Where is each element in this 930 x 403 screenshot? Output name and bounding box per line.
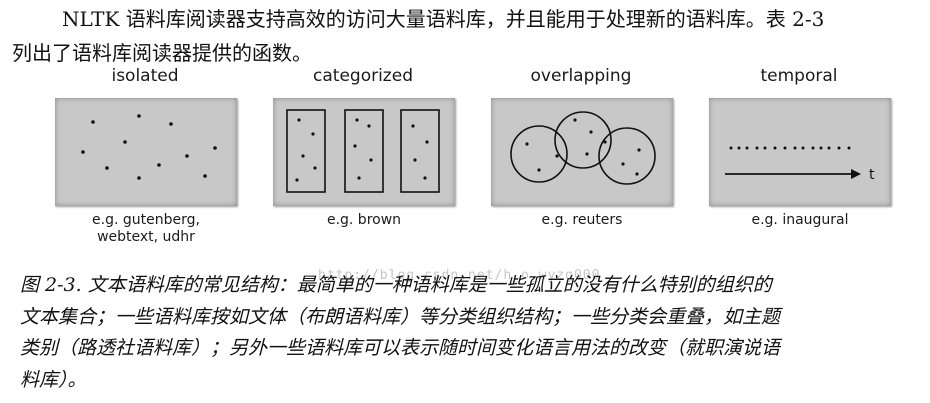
text-dot [737, 146, 741, 150]
category-box [400, 109, 440, 193]
text-dot [537, 168, 541, 172]
text-dot [203, 174, 207, 178]
text-dot [123, 140, 127, 144]
text-dot [185, 154, 189, 158]
panel-caption-isolated: e.g. gutenberg, webtext, udhr [56, 212, 236, 246]
text-dot [837, 146, 841, 150]
text-dot [425, 140, 429, 144]
text-dot [801, 146, 805, 150]
text-dot [423, 176, 427, 180]
intro-paragraph: NLTK 语料库阅读器支持高效的访问大量语料库，并且能用于处理新的语料库。表 2… [12, 2, 922, 70]
panel-isolated [55, 98, 237, 206]
figure-caption: 图 2-3. 文本语料库的常见结构：最简单的一种语料库是一些孤立的没有什么特别的… [20, 270, 925, 396]
panel-title-isolated: isolated [111, 66, 179, 86]
time-axis-arrowhead [851, 169, 861, 179]
caption-line: e.g. reuters [541, 212, 623, 228]
panel-categorized [273, 98, 455, 206]
caption-line: 类别（路透社语料库）；另外一些语料库可以表示随时间变化语言用法的改变（就职演说语 [20, 337, 781, 359]
intro-line: NLTK 语料库阅读器支持高效的访问大量语料库，并且能用于处理新的语料库。表 2… [62, 7, 825, 31]
text-dot [157, 163, 161, 167]
text-dot [297, 118, 301, 122]
text-dot [311, 132, 315, 136]
panel-caption-categorized: e.g. brown [274, 212, 454, 229]
text-dot [773, 146, 777, 150]
category-circle [598, 127, 656, 185]
category-circle [554, 111, 612, 169]
text-dot [355, 118, 359, 122]
panel-title-overlapping: overlapping [530, 66, 632, 86]
text-dot [819, 146, 823, 150]
panel-title-temporal: temporal [760, 66, 838, 86]
text-dot [603, 140, 607, 144]
text-dot [729, 146, 733, 150]
caption-line: 文本集合；一些语料库按如文体（布朗语料库）等分类组织结构；一些分类会重叠，如主题 [20, 305, 781, 328]
text-dot [313, 166, 317, 170]
text-dot [137, 114, 141, 118]
caption-line: e.g. brown [326, 212, 402, 228]
text-dot [745, 146, 749, 150]
temporal-timeline-diagram: t [725, 146, 875, 183]
caption-line: 图 2-3. 文本语料库的常见结构：最简单的一种语料库是一些孤立的没有什么特别的… [20, 274, 772, 296]
category-circle [510, 125, 568, 183]
intro-line: 列出了语料库阅读器提供的函数。 [12, 41, 312, 65]
text-dot [585, 152, 589, 156]
overlapping-circles-diagram [510, 111, 656, 185]
text-dot [811, 146, 815, 150]
text-dot [793, 146, 797, 150]
text-dot [635, 172, 639, 176]
caption-line: e.g. inaugural [751, 212, 849, 228]
text-dot [353, 144, 357, 148]
text-dot [755, 146, 759, 150]
text-dot [413, 158, 417, 162]
text-dot [357, 176, 361, 180]
text-dot [369, 158, 373, 162]
text-dot [137, 176, 141, 180]
panel-caption-temporal: e.g. inaugural [710, 212, 890, 229]
category-box [344, 109, 384, 193]
text-dot [105, 166, 109, 170]
text-dot [81, 150, 85, 154]
category-box [286, 109, 326, 193]
text-dot [91, 120, 95, 124]
panel-overlapping [491, 98, 673, 206]
isolated-dots-diagram [81, 114, 217, 180]
time-axis-label: t [869, 167, 875, 183]
text-dot [367, 124, 371, 128]
caption-line: e.g. gutenberg, [92, 212, 200, 228]
corpus-structure-figure: isolated e.g. gutenberg, webtext, udhr c… [0, 66, 930, 283]
text-dot [573, 118, 577, 122]
text-dot [637, 148, 641, 152]
text-dot [847, 146, 851, 150]
caption-line: 料库）。 [20, 368, 87, 391]
text-dot [555, 154, 559, 158]
caption-line: webtext, udhr [97, 229, 195, 245]
text-dot [301, 154, 305, 158]
panel-caption-overlapping: e.g. reuters [492, 212, 672, 229]
text-dot [827, 146, 831, 150]
panel-title-categorized: categorized [313, 66, 413, 86]
text-dot [411, 124, 415, 128]
text-dot [589, 130, 593, 134]
text-dot [621, 162, 625, 166]
text-dot [169, 122, 173, 126]
text-dot [213, 146, 217, 150]
panel-temporal: t [709, 98, 891, 206]
text-dot [525, 142, 529, 146]
text-dot [783, 146, 787, 150]
watermark: http://blog.csdn.net/h_o_wyzg000 [318, 268, 601, 283]
text-dot [295, 178, 299, 182]
text-dot [763, 146, 767, 150]
categorized-boxes-diagram [286, 109, 440, 193]
